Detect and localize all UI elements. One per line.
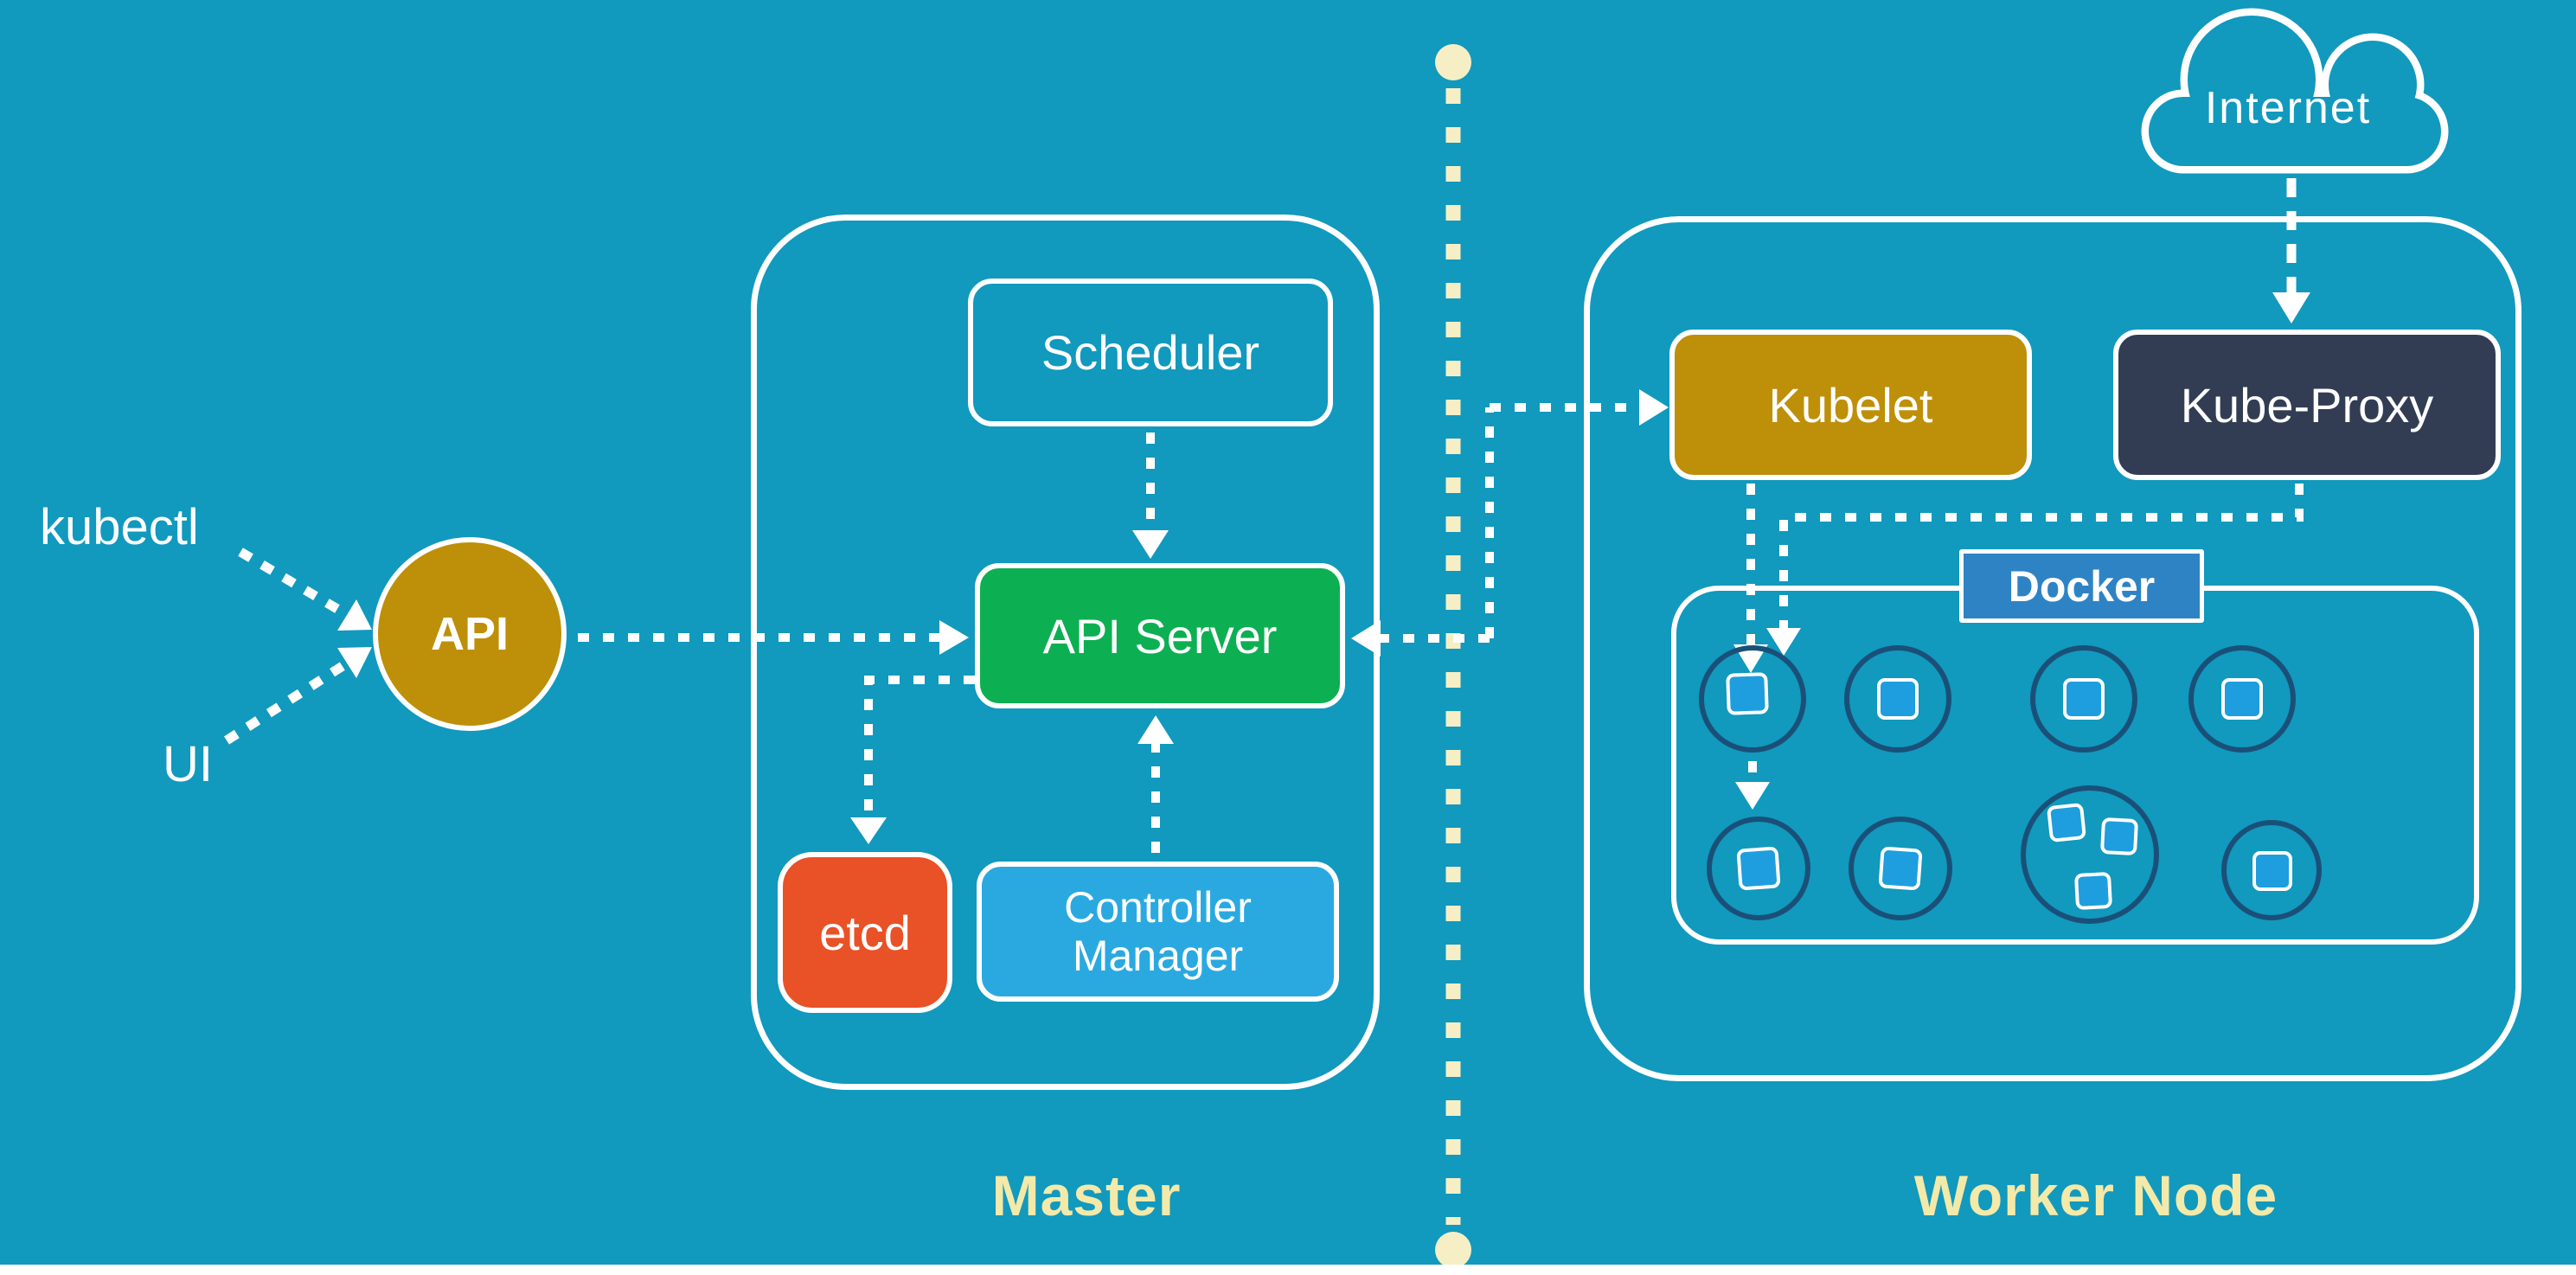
kubelet-label: Kubelet [1768,377,1933,432]
pod-to-pod-arrow [1735,761,1770,810]
pod [2221,820,2322,920]
container-square [1878,846,1923,891]
internet-label: Internet [2205,83,2371,133]
pod [2030,645,2137,753]
container-square [1877,678,1919,720]
docker-box: Docker [1959,549,2204,623]
master-section-label: Master [991,1163,1182,1227]
worker-to-api-server-arrow [1351,620,1490,657]
junction-to-kubelet-arrow [1490,389,1669,426]
kube-proxy-box: Kube-Proxy [2113,330,2501,480]
container-square [2046,802,2087,843]
pod [1707,817,1810,920]
divider-top-dot [1435,44,1471,80]
controller-manager-label: Controller Manager [1064,883,1252,980]
pod-multi-container [2021,785,2159,924]
docker-label: Docker [2008,561,2156,611]
pod [2188,645,2296,753]
api-circle: API [373,537,567,731]
container-square [2099,817,2139,856]
scheduler-box: Scheduler [968,279,1333,426]
container-square [2073,871,2113,911]
bottom-edge-strip [0,1265,2576,1275]
api-to-api-server-arrow [578,620,969,655]
container-square [1736,846,1781,891]
api-server-label: API Server [1042,608,1278,663]
container-square [2221,678,2263,720]
container-square [1726,672,1769,715]
pod [1699,645,1806,753]
kubelet-box: Kubelet [1669,330,2032,480]
controller-manager-box: Controller Manager [977,862,1339,1002]
kube-proxy-label: Kube-Proxy [2180,377,2434,432]
internet-cloud: Internet [2141,8,2449,174]
internet-to-kube-proxy-arrow [2272,178,2310,324]
scheduler-label: Scheduler [1041,325,1260,380]
api-label: API [430,608,509,660]
pod [1849,817,1952,920]
scheduler-to-api-server-arrow [1132,432,1169,559]
etcd-box: etcd [778,852,952,1013]
kubectl-to-api-arrow [238,548,372,631]
controller-manager-to-api-server-arrow [1137,715,1174,853]
etcd-label: etcd [819,905,911,960]
cluster-divider [1435,44,1471,1268]
api-server-box: API Server [975,563,1345,708]
ui-label: UI [163,736,213,792]
kubectl-label: kubectl [40,499,199,555]
kube-proxy-to-pod-arrow [1766,484,2304,656]
api-server-to-etcd-arrow [850,676,975,844]
worker-node-container [1584,216,2522,1081]
worker-node-section-label: Worker Node [1913,1163,2278,1227]
pod [1844,645,1951,753]
divider-bottom-dot [1435,1232,1471,1268]
container-square [2252,851,2292,891]
ui-to-api-arrow [224,647,372,745]
master-container [751,215,1380,1090]
container-square [2063,678,2105,720]
